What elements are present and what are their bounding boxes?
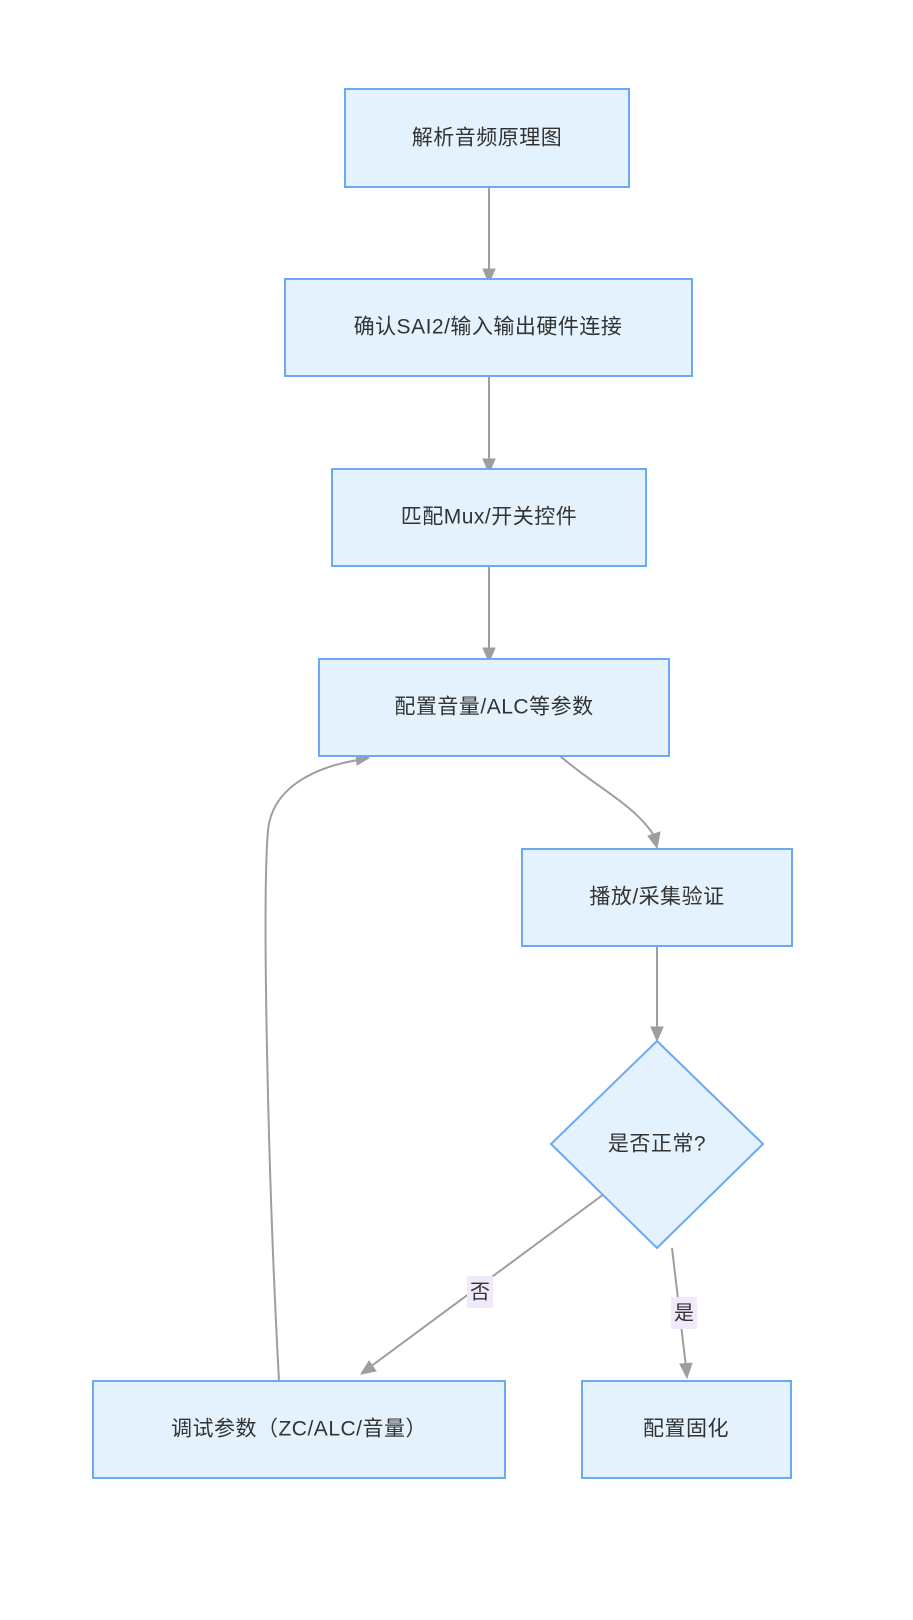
node-label: 播放/采集验证 xyxy=(589,886,724,909)
edge-n5-n6 xyxy=(650,945,664,1043)
node-rect xyxy=(581,1380,792,1479)
node-config-volume-alc[interactable]: 配置音量/ALC等参数 xyxy=(318,658,670,757)
node-rect xyxy=(284,278,693,377)
node-label: 确认SAI2/输入输出硬件连接 xyxy=(354,316,623,339)
arrowhead-icon xyxy=(359,1360,377,1375)
arrowhead-icon xyxy=(482,647,496,664)
node-diamond xyxy=(549,1039,765,1250)
arrowhead-icon xyxy=(679,1362,693,1380)
arrowhead-icon xyxy=(482,268,496,285)
edge-n2-n3 xyxy=(482,376,496,475)
edge-n3-n4 xyxy=(482,566,496,664)
node-rect xyxy=(92,1380,506,1479)
node-rect xyxy=(318,658,670,757)
node-playback-capture-verify[interactable]: 播放/采集验证 xyxy=(521,848,793,947)
node-confirm-sai2-hardware[interactable]: 确认SAI2/输入输出硬件连接 xyxy=(284,278,693,377)
node-label: 配置音量/ALC等参数 xyxy=(394,696,593,719)
edge-line xyxy=(559,755,656,838)
node-match-mux-switch[interactable]: 匹配Mux/开关控件 xyxy=(331,468,647,567)
node-rect xyxy=(521,848,793,947)
edge-label-yes: 是 xyxy=(671,1297,697,1329)
node-label: 解析音频原理图 xyxy=(412,127,563,150)
node-is-normal-decision[interactable]: 是否正常? xyxy=(549,1039,765,1250)
edge-n7-n4-loop xyxy=(264,752,371,1382)
edge-line xyxy=(264,759,359,1382)
node-persist-config[interactable]: 配置固化 xyxy=(581,1380,792,1479)
node-label: 配置固化 xyxy=(643,1418,729,1441)
node-rect xyxy=(344,88,630,188)
edge-label-no: 否 xyxy=(467,1276,493,1308)
node-rect xyxy=(331,468,647,567)
node-parse-audio-schematic[interactable]: 解析音频原理图 xyxy=(344,88,630,188)
node-tune-parameters[interactable]: 调试参数（ZC/ALC/音量） xyxy=(92,1380,506,1479)
edge-label-text: 是 xyxy=(674,1302,694,1324)
edge-label-text: 否 xyxy=(470,1281,490,1303)
arrowhead-icon xyxy=(482,458,496,475)
edge-n1-n2 xyxy=(482,187,496,285)
node-label: 调试参数（ZC/ALC/音量） xyxy=(171,1418,427,1441)
edge-n4-n5 xyxy=(559,755,661,850)
edge-label-background xyxy=(467,1276,493,1308)
node-label: 匹配Mux/开关控件 xyxy=(401,506,578,529)
node-label: 是否正常? xyxy=(608,1133,706,1156)
edge-label-background xyxy=(671,1297,697,1329)
arrowhead-icon xyxy=(647,831,661,850)
arrowhead-icon xyxy=(650,1026,664,1043)
